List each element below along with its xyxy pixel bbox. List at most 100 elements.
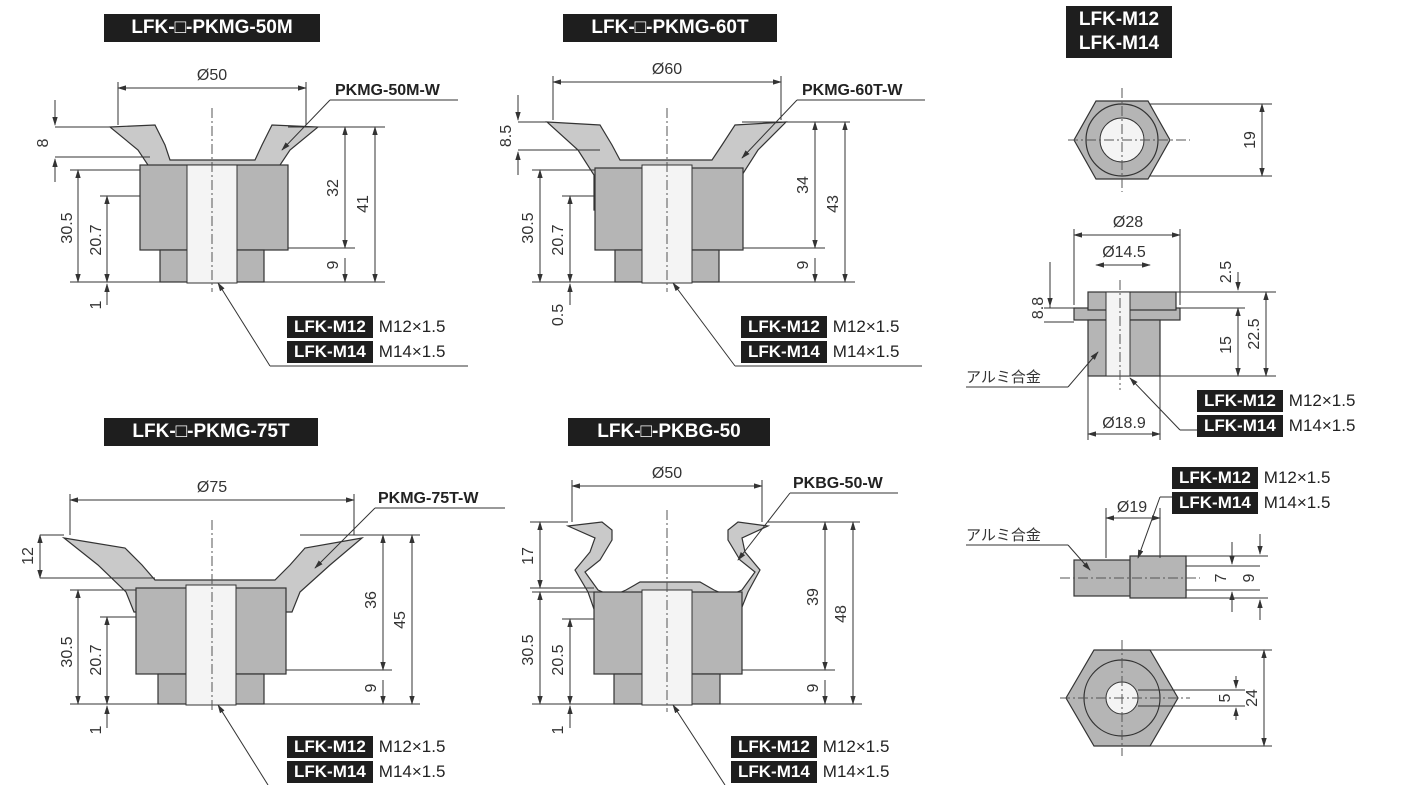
dim-nut-h1: 7 xyxy=(1213,573,1230,582)
dim-top: 17 xyxy=(520,547,537,565)
variant-thread: M12×1.5 xyxy=(832,317,900,336)
dim-outer-dia: Ø28 xyxy=(1113,214,1143,231)
dim-h1: 36 xyxy=(363,591,380,609)
material-label: アルミ合金 xyxy=(966,526,1041,544)
fitting-side-view: Ø28 Ø14.5 2.5 8.8 15 22.5 Ø18.9 アルミ合金 xyxy=(966,214,1276,440)
fitting-top-view: 19 xyxy=(1068,88,1272,192)
dim-h1: 34 xyxy=(795,176,812,194)
variant-key: LFK-M14 xyxy=(287,761,373,783)
variant-thread: M14×1.5 xyxy=(832,342,900,361)
dim-top: 8 xyxy=(35,138,52,147)
dim-h1: 32 xyxy=(325,179,342,197)
dim-h3: 9 xyxy=(805,683,822,692)
dim-diameter: Ø75 xyxy=(197,479,227,496)
title-fitting-m14: LFK-M14 xyxy=(1078,33,1160,54)
dim-b: 20.7 xyxy=(550,224,567,255)
variant-thread: M14×1.5 xyxy=(1288,416,1356,435)
fitting-bore xyxy=(1105,291,1131,377)
dim-top-height: 2.5 xyxy=(1218,261,1235,283)
material-label: アルミ合金 xyxy=(966,368,1041,386)
variant-m12-row: LFK-M12 M12×1.5 xyxy=(1197,390,1355,412)
assembly-pkmg-50m: Ø50 8 30.5 20.7 1 32 41 9 PKMG-50M-W xyxy=(35,67,468,367)
dim-top: 8.5 xyxy=(498,125,515,147)
assembly-pkbg-50: Ø50 17 30.5 20.5 1 39 48 9 PKBG-50-W xyxy=(520,465,898,785)
dim-h3: 9 xyxy=(795,260,812,269)
variant-key: LFK-M14 xyxy=(287,341,373,363)
title-pkmg-60t: LFK-□-PKMG-60T xyxy=(563,14,777,42)
dim-h3: 9 xyxy=(363,683,380,692)
variant-m14-row: LFK-M14 M14×1.5 xyxy=(287,761,445,783)
dim-nut-width: 24 xyxy=(1244,689,1261,707)
variant-m12-row: LFK-M12 M12×1.5 xyxy=(731,736,889,758)
dim-bottom-dia: Ø18.9 xyxy=(1102,415,1146,432)
dim-h2: 48 xyxy=(833,605,850,623)
dim-h3: 9 xyxy=(325,260,342,269)
dim-a: 30.5 xyxy=(59,636,76,667)
nut-hex-section xyxy=(1129,555,1187,599)
variant-key: LFK-M12 xyxy=(287,736,373,758)
fitting-hex-section xyxy=(1087,291,1177,311)
dim-h2: 45 xyxy=(392,611,409,629)
dim-h1: 15 xyxy=(1218,336,1235,354)
dim-c: 0.5 xyxy=(550,304,567,326)
dim-diameter: Ø50 xyxy=(652,465,682,482)
variant-key: LFK-M14 xyxy=(741,341,827,363)
variant-key: LFK-M12 xyxy=(741,316,827,338)
title-pkmg-50m: LFK-□-PKMG-50M xyxy=(104,14,320,42)
dim-a: 30.5 xyxy=(520,212,537,243)
dim-flange: 8.8 xyxy=(1030,297,1047,319)
variant-key: LFK-M12 xyxy=(287,316,373,338)
dim-h1: 39 xyxy=(805,588,822,606)
dim-nut-h2: 9 xyxy=(1241,573,1258,582)
title-fitting-m12: LFK-M12 xyxy=(1078,9,1160,30)
variant-thread: M14×1.5 xyxy=(822,762,890,781)
variant-key: LFK-M14 xyxy=(1172,492,1258,514)
title-pkmg-75t: LFK-□-PKMG-75T xyxy=(104,418,318,446)
variant-m14-row: LFK-M14 M14×1.5 xyxy=(1172,492,1330,514)
variant-m12-row: LFK-M12 M12×1.5 xyxy=(287,736,445,758)
variant-thread: M12×1.5 xyxy=(1263,468,1331,487)
dim-top: 12 xyxy=(20,547,37,565)
callout-pad: PKMG-50M-W xyxy=(335,82,441,99)
dim-h2: 41 xyxy=(355,195,372,213)
variant-key: LFK-M12 xyxy=(731,736,817,758)
variant-thread: M14×1.5 xyxy=(1263,493,1331,512)
variant-key: LFK-M14 xyxy=(731,761,817,783)
variant-m14-row: LFK-M14 M14×1.5 xyxy=(1197,415,1355,437)
variant-thread: M12×1.5 xyxy=(822,737,890,756)
dim-inner-dia: Ø14.5 xyxy=(1102,244,1146,261)
dim-a: 30.5 xyxy=(59,212,76,243)
dim-b: 20.7 xyxy=(88,644,105,675)
variant-m14-row: LFK-M14 M14×1.5 xyxy=(731,761,889,783)
title-pkbg-50: LFK-□-PKBG-50 xyxy=(568,418,770,446)
dim-h2: 22.5 xyxy=(1246,318,1263,349)
callout-pad: PKMG-60T-W xyxy=(802,82,903,99)
assembly-pkmg-75t: Ø75 12 30.5 20.7 1 36 45 9 PKMG-75T-W xyxy=(20,479,505,785)
variant-thread: M12×1.5 xyxy=(1288,391,1356,410)
title-fitting: LFK-M12 LFK-M14 xyxy=(1066,6,1172,58)
dim-nut-dia: Ø19 xyxy=(1117,499,1147,516)
variant-m12-row: LFK-M12 M12×1.5 xyxy=(741,316,899,338)
variant-thread: M12×1.5 xyxy=(378,737,446,756)
dim-diameter: Ø60 xyxy=(652,61,682,78)
variant-m14-row: LFK-M14 M14×1.5 xyxy=(741,341,899,363)
variant-thread: M14×1.5 xyxy=(378,762,446,781)
variant-key: LFK-M14 xyxy=(1197,415,1283,437)
fitting-bore xyxy=(185,584,237,706)
dim-h2: 43 xyxy=(825,195,842,213)
dim-hex-width: 19 xyxy=(1242,131,1259,149)
variant-key: LFK-M12 xyxy=(1197,390,1283,412)
dim-c: 1 xyxy=(550,725,567,734)
nut-bottom-view: 5 24 xyxy=(1060,640,1272,756)
dim-c: 1 xyxy=(88,725,105,734)
dim-b: 20.5 xyxy=(550,644,567,675)
dim-c: 1 xyxy=(88,300,105,309)
dim-diameter: Ø50 xyxy=(197,67,227,84)
callout-pad: PKBG-50-W xyxy=(793,475,884,492)
nut-side-view: Ø19 7 9 アルミ合金 xyxy=(966,496,1268,620)
callout-pad: PKMG-75T-W xyxy=(378,490,479,507)
